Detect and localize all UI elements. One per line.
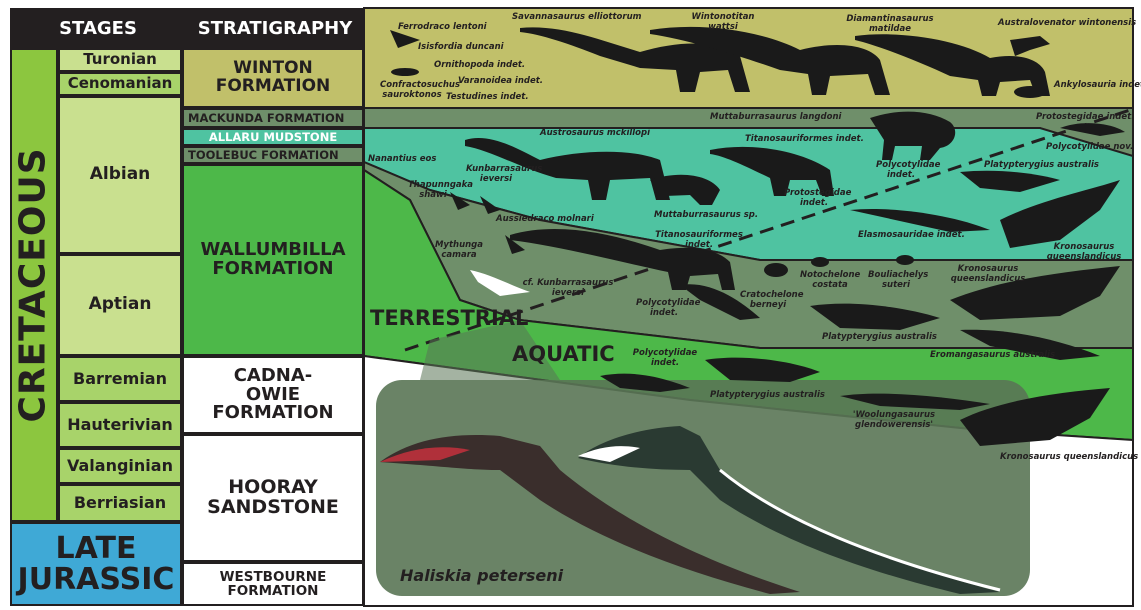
formation-winton: WINTON FORMATION <box>182 48 364 108</box>
taxon-label: Ferrodraco lentoni <box>398 22 487 32</box>
period-cretaceous: CRETACEOUS <box>10 48 58 522</box>
taxon-label: Eromangasaurus australis <box>930 350 1055 360</box>
turtle-silhouette <box>764 263 788 277</box>
taxon-label: Platypterygius australis <box>822 332 937 342</box>
formation-westbourne: WESTBOURNE FORMATION <box>182 562 364 606</box>
taxon-label: Kunbarrasaurus ieversi <box>466 164 526 184</box>
taxon-label: Ankylosauria indet. <box>1054 80 1141 90</box>
taxon-label: Confractosuchus sauroktonos <box>380 80 444 100</box>
taxon-label: Ornithopoda indet. <box>434 60 525 70</box>
taxon-label: Savannasaurus elliottorum <box>512 12 642 22</box>
taxon-label: Testudines indet. <box>446 92 529 102</box>
taxon-label: Muttaburrasaurus sp. <box>654 210 758 220</box>
taxon-label: Varanoidea indet. <box>458 76 543 86</box>
formation-allaru: ALLARU MUDSTONE <box>182 128 364 146</box>
stage-barremian: Barremian <box>58 356 182 402</box>
taxon-label: Isisfordia duncani <box>418 42 504 52</box>
formation-hooray: HOORAY SANDSTONE <box>182 434 364 562</box>
taxon-label: Platypterygius australis <box>984 160 1099 170</box>
taxon-label: Platypterygius australis <box>710 390 825 400</box>
taxon-label: Diamantinasaurus matildae <box>845 14 935 34</box>
terrestrial-label: TERRESTRIAL <box>370 306 528 330</box>
taxon-label: Aussiedraco molnari <box>496 214 594 224</box>
formation-cadna-owie: CADNA-OWIE FORMATION <box>182 356 364 434</box>
taxon-label: Mythunga camara <box>434 240 484 260</box>
taxon-label: Polycotylidae indet. <box>876 160 926 180</box>
taxon-label: Polycotylidae indet. <box>636 298 692 318</box>
stage-albian: Albian <box>58 96 182 254</box>
taxon-label: 'Woolungasaurus glendowerensis' <box>844 410 944 430</box>
formation-mackunda: MACKUNDA FORMATION <box>182 108 364 128</box>
taxon-label: Notochelone costata <box>800 270 860 290</box>
taxon-label: Australovenator wintonensis <box>998 18 1136 28</box>
stage-cenomanian: Cenomanian <box>58 72 182 96</box>
taxon-label: Thapunngaka shawi <box>408 180 458 200</box>
taxon-label: Austrosaurus mckillopi <box>540 128 650 138</box>
taxon-label: Kronosaurus queenslandicus <box>1000 452 1138 462</box>
stage-berriasian: Berriasian <box>58 484 182 522</box>
taxon-label: Titanosauriformes indet. <box>745 134 864 144</box>
stage-hauterivian: Hauterivian <box>58 402 182 448</box>
taxon-label: Cratochelone berneyi <box>740 290 796 310</box>
stage-turonian: Turonian <box>58 48 182 72</box>
formation-wallumbilla: WALLUMBILLA FORMATION <box>182 164 364 356</box>
taxon-label: Polycotylidae nov. <box>1046 142 1133 152</box>
stages-header: STAGES <box>10 8 186 48</box>
taxon-label: Protostegidae indet. <box>784 188 844 208</box>
crocodyliform-silhouette <box>391 68 419 76</box>
formation-toolebuc: TOOLEBUC FORMATION <box>182 146 364 164</box>
taxon-label: Titanosauriformes indet. <box>654 230 744 250</box>
period-late-jurassic: LATE JURASSIC <box>10 522 182 606</box>
featured-taxon-label: Haliskia peterseni <box>400 566 563 585</box>
taxon-label: Nanantius eos <box>368 154 436 164</box>
taxon-label: Bouliachelys suteri <box>868 270 924 290</box>
taxon-label: Protostegidae indet. <box>1036 112 1134 122</box>
aquatic-label: AQUATIC <box>512 342 615 366</box>
taxon-label: Elasmosauridae indet. <box>858 230 965 240</box>
turtle-silhouette <box>896 255 914 265</box>
taxon-label: Polycotylidae indet. <box>632 348 698 368</box>
turtle-silhouette <box>811 257 829 267</box>
stage-valanginian: Valanginian <box>58 448 182 484</box>
ankylosaur-silhouette <box>1014 86 1046 98</box>
taxon-label: Kronosaurus queenslandicus <box>1036 242 1132 262</box>
taxon-label: Kronosaurus queenslandicus <box>940 264 1036 284</box>
taxon-label: Wintonotitan wattsi <box>690 12 756 32</box>
stratigraphy-header: STRATIGRAPHY <box>186 8 364 48</box>
taxon-label: cf. Kunbarrasaurus ieversi <box>520 278 616 298</box>
stage-aptian: Aptian <box>58 254 182 356</box>
taxon-label: Muttaburrasaurus langdoni <box>710 112 841 122</box>
